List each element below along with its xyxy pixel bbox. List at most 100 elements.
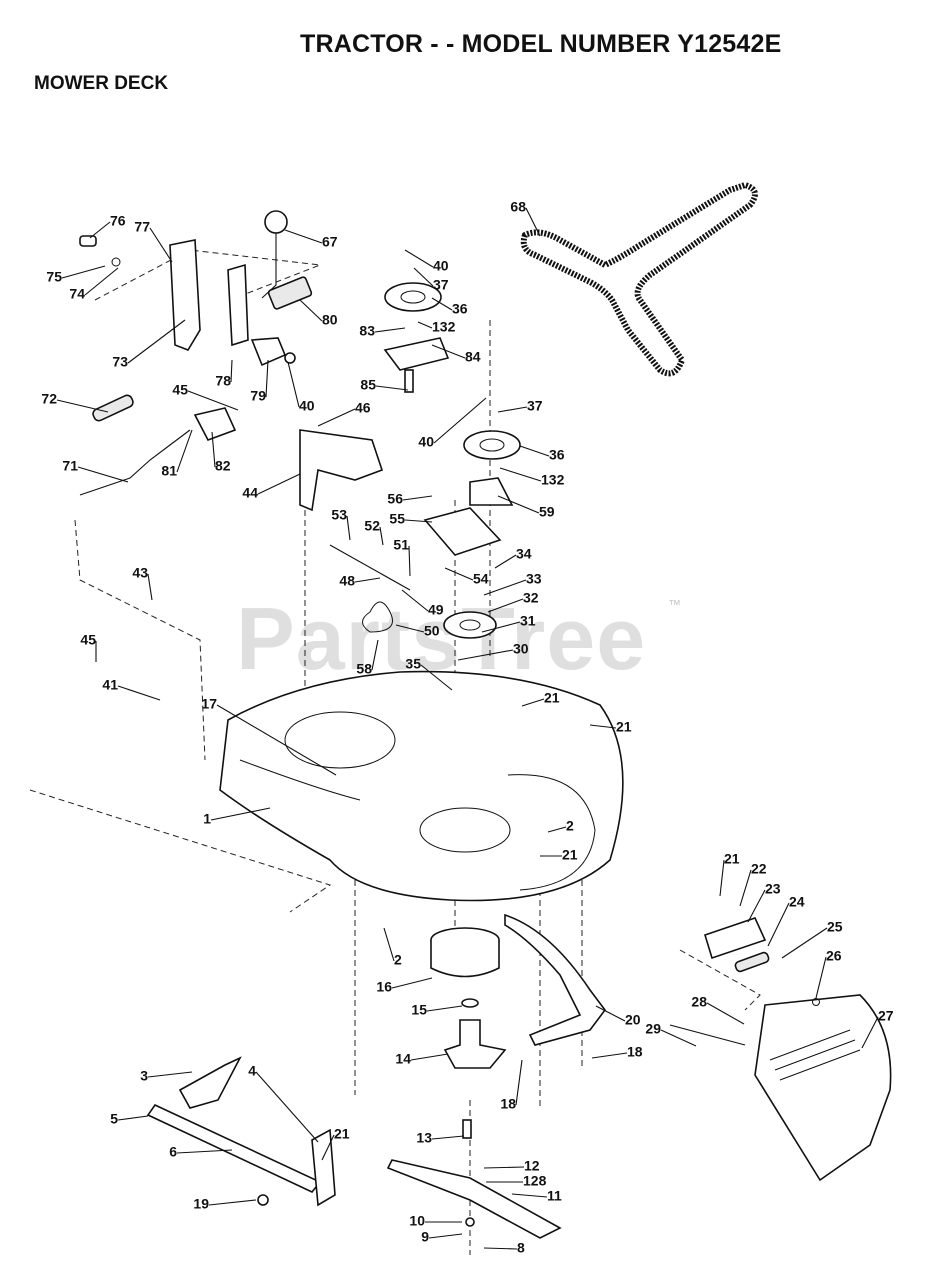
callout-label-132: 132: [432, 319, 456, 335]
callout-label-48: 48: [339, 573, 355, 589]
callout-label-73: 73: [112, 354, 128, 370]
callout-leader-30: [457, 649, 514, 661]
callout-label-79: 79: [250, 388, 266, 404]
callout-label-83: 83: [359, 323, 375, 339]
callout-label-55: 55: [389, 511, 405, 527]
callout-label-76: 76: [110, 213, 126, 229]
callout-label-14: 14: [395, 1051, 411, 1067]
callout-leader-84: [431, 344, 466, 359]
callout-label-53: 53: [331, 507, 347, 523]
section-title: MOWER DECK: [34, 73, 169, 94]
callout-leader-50: [395, 624, 425, 633]
callout-label-68: 68: [510, 199, 526, 215]
callout-label-22: 22: [751, 861, 767, 877]
callout-leader-45: [187, 390, 239, 411]
callout-leader-28: [706, 1002, 745, 1025]
callout-leader-40: [287, 361, 300, 408]
idler-pulleys: [329, 282, 521, 639]
callout-label-31: 31: [520, 613, 536, 629]
callout-leader-4: [255, 1071, 319, 1143]
callout-leader-12: [483, 1166, 525, 1169]
callout-leader-36b: [519, 445, 550, 457]
lift-handle-assembly: [79, 210, 313, 496]
callout-label-8: 8: [517, 1240, 525, 1256]
callout-leader-33: [483, 579, 527, 596]
callout-label-29: 29: [645, 1021, 661, 1037]
callout-label-128: 128: [523, 1173, 547, 1189]
callout-label-78: 78: [215, 373, 231, 389]
callout-label-37: 37: [433, 277, 449, 293]
callout-leader-80: [299, 299, 323, 322]
callout-label-37b: 37: [527, 398, 543, 414]
callout-label-44: 44: [242, 485, 258, 501]
callout-label-32: 32: [523, 590, 539, 606]
callout-leader-2b: [383, 927, 395, 962]
callout-leader-85: [375, 385, 409, 391]
callout-leader-32: [487, 598, 524, 613]
callout-label-27: 27: [878, 1008, 894, 1024]
callout-label-40: 40: [299, 398, 315, 414]
callout-label-43: 43: [132, 565, 148, 581]
callout-leader-79: [265, 359, 269, 398]
callout-label-10: 10: [409, 1213, 425, 1229]
callout-leader-77: [149, 227, 173, 263]
callout-label-20: 20: [625, 1012, 641, 1028]
callout-leader-55: [404, 519, 433, 523]
callout-leader-9: [428, 1233, 463, 1239]
callout-label-75: 75: [46, 269, 62, 285]
callout-label-26: 26: [826, 948, 842, 964]
callout-label-46: 46: [355, 400, 371, 416]
callout-leader-24: [767, 902, 790, 947]
callout-leader-68: [525, 207, 541, 237]
callout-leader-8: [483, 1247, 518, 1250]
callout-leader-52: [379, 526, 384, 546]
callout-leader-132b: [499, 467, 542, 482]
discharge-chute-27: [669, 917, 892, 1182]
callout-label-2: 2: [566, 818, 574, 834]
callout-label-3: 3: [140, 1068, 148, 1084]
callout-leader-74: [84, 267, 119, 296]
callout-leader-40b: [404, 249, 434, 268]
callout-label-41: 41: [102, 677, 118, 693]
callout-label-21: 21: [544, 690, 560, 706]
callout-leader-27: [861, 1016, 879, 1049]
callout-leader-1: [210, 807, 271, 821]
callout-leader-18: [591, 1052, 628, 1059]
callout-leader-5: [117, 1115, 149, 1121]
callout-label-6: 6: [169, 1144, 177, 1160]
callout-leader-18b: [515, 1059, 523, 1106]
callout-label-16: 16: [376, 979, 392, 995]
callout-leader-49: [401, 589, 429, 612]
callout-leader-6: [176, 1149, 233, 1154]
callout-label-19: 19: [193, 1196, 209, 1212]
callout-leader-51: [408, 545, 411, 577]
callout-leader-83: [374, 327, 406, 333]
callout-leader-78: [230, 359, 233, 383]
callout-label-71: 71: [62, 458, 78, 474]
callout-leader-2: [547, 826, 567, 833]
callout-leader-16: [391, 977, 433, 989]
callout-label-11: 11: [547, 1188, 562, 1204]
callout-label-18: 18: [627, 1044, 643, 1060]
callout-leader-13: [431, 1135, 465, 1140]
callout-leader-37b: [497, 406, 528, 413]
callout-label-21e: 21: [334, 1126, 350, 1142]
callout-label-13: 13: [416, 1130, 432, 1146]
belt-cover-44: [299, 429, 384, 512]
callout-leader-19: [208, 1199, 257, 1206]
callout-label-21b: 21: [616, 719, 632, 735]
callout-label-24: 24: [789, 894, 805, 910]
callout-leader-22: [739, 869, 752, 907]
callout-label-85: 85: [360, 377, 376, 393]
callout-leader-11: [511, 1193, 548, 1198]
callout-label-77: 77: [134, 219, 150, 235]
callout-leader-44: [257, 473, 301, 495]
callout-leader-58: [371, 639, 379, 671]
callout-leader-17: [216, 704, 337, 776]
callout-label-45b: 45: [80, 632, 96, 648]
callout-leader-71: [77, 466, 129, 483]
callout-leader-76: [89, 221, 111, 239]
callout-label-2b: 2: [394, 952, 402, 968]
callout-label-84: 84: [465, 349, 481, 365]
callout-label-72: 72: [41, 391, 57, 407]
